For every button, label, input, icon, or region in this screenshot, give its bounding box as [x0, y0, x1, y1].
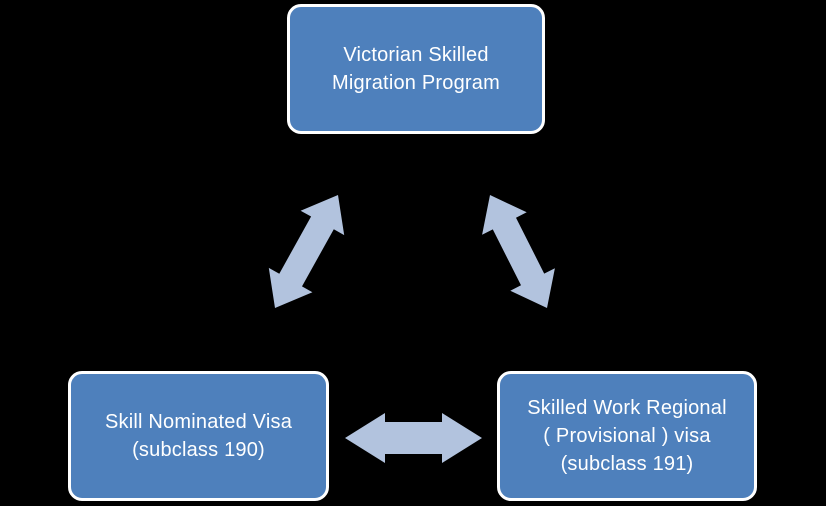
node-skill-nominated-visa-190: Skill Nominated Visa (subclass 190) — [68, 371, 329, 501]
double-arrow-top-to-bottom-right-icon — [482, 195, 555, 308]
node-text-line: Skilled Work Regional — [527, 397, 727, 419]
node-text-line: (subclass 190) — [132, 439, 265, 461]
double-arrow-top-to-bottom-left-icon — [268, 195, 345, 308]
node-text-line: ( Provisional ) visa — [543, 425, 711, 447]
node-text-line: Migration Program — [332, 72, 500, 94]
double-arrow-bottom-left-to-bottom-right-icon — [345, 413, 482, 463]
node-skilled-work-regional-visa-191: Skilled Work Regional ( Provisional ) vi… — [497, 371, 757, 501]
node-text-line: Victorian Skilled — [343, 44, 489, 66]
node-text-line: (subclass 191) — [560, 453, 694, 475]
node-text-line: Skill Nominated Visa — [104, 411, 293, 433]
node-victorian-skilled-migration-program: Victorian Skilled Migration Program — [287, 4, 545, 134]
